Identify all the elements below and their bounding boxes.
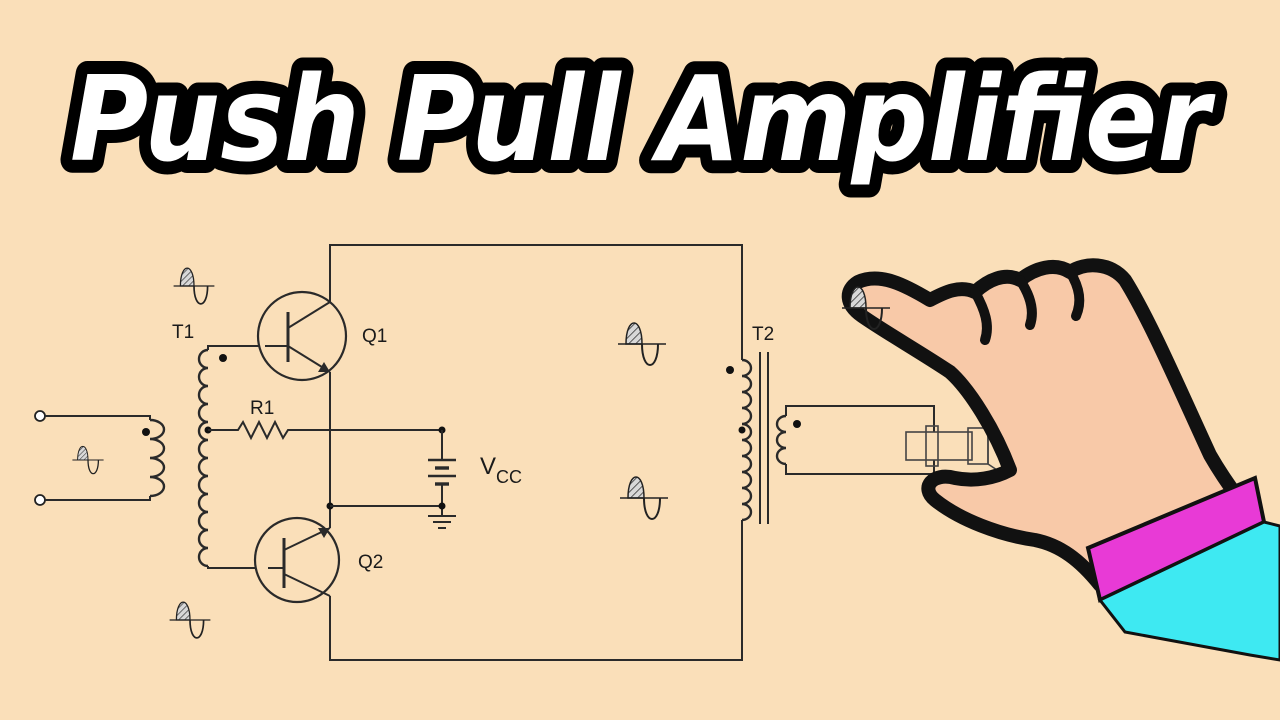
main-wiring [326,244,743,661]
vcc-main-text: V [480,453,496,480]
t2-core [759,352,769,524]
t1-secondary-coil [197,345,268,569]
vcc-label: VCC [480,453,522,487]
pointing-hand-icon [841,258,1280,662]
input-terminals [34,410,151,506]
title-outline: Push Pull Amplifier [70,50,1216,188]
t1-primary-coil [142,418,166,498]
r1-label: R1 [250,398,274,419]
vcc-subscript: CC [496,467,522,487]
t2-secondary-coil [775,405,935,475]
q2-label: Q2 [358,552,383,573]
t2-label: T2 [752,324,774,345]
q1-transistor [256,290,348,382]
r1-resistor [204,419,442,441]
title-text: Push Pull Amplifier [70,50,1216,188]
q2-transistor [253,516,341,604]
ground-symbol [428,515,456,529]
t1-label: T1 [172,322,194,343]
title: Push Pull Amplifier Push Pull Amplifier [57,37,1229,201]
t2-primary-coil [726,358,753,522]
q1-label: Q1 [362,326,387,347]
sleeve-cyan [1097,520,1280,662]
vcc-battery [428,426,456,516]
